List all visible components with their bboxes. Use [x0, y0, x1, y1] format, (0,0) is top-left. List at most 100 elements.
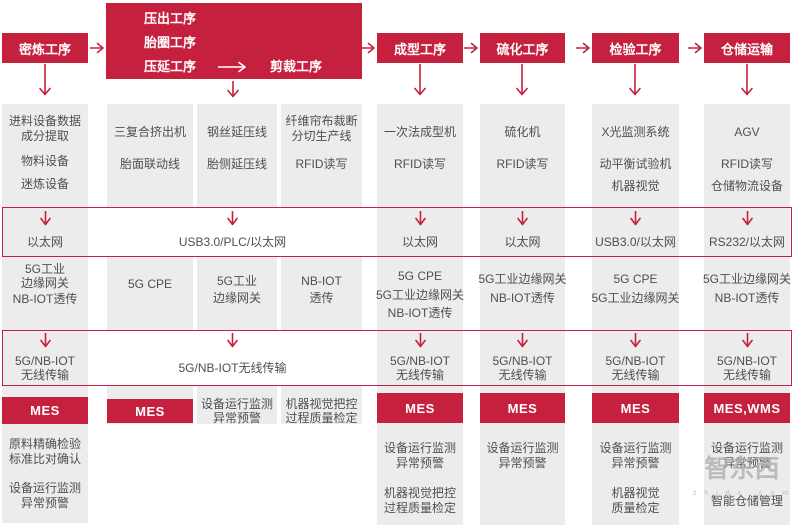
gateway-cell-calendering: NB-IOT 透传 [281, 258, 362, 305]
application-item: 异常预警 [611, 456, 660, 470]
mes-note-line: 设备运行监测 [200, 397, 273, 411]
arrow-down-icon [517, 333, 528, 348]
application-list-inspection: 设备运行监测 异常预警 机器视觉 质量检定 [592, 425, 679, 516]
arrow-right-icon [688, 42, 702, 54]
application-item: 异常预警 [722, 456, 771, 470]
wireless-network-label: 5G/NB-IOT [492, 354, 553, 368]
arrow-right-icon [576, 42, 590, 54]
gateway-label: 5G工业边缘网关 [376, 288, 465, 302]
stage-header-inspection-label: 检验工序 [609, 41, 662, 57]
arrow-right-icon [218, 61, 246, 73]
arrow-down-icon [629, 64, 641, 96]
column-strip-curing [480, 104, 565, 525]
stage-header-bead-label: 胎圈工序 [144, 35, 197, 50]
mes-label: MES [405, 400, 435, 416]
equipment-item: 钢丝延压线 [206, 125, 267, 139]
arrow-down-icon [741, 64, 753, 96]
equipment-item: RFID读写 [394, 157, 446, 171]
stage-header-curing-label: 硫化工序 [496, 41, 549, 57]
mes-badge-mixing: MES [2, 397, 88, 424]
arrow-down-icon [227, 81, 239, 98]
stage-header-extrusion-label: 压出工序 [144, 11, 197, 26]
wired-network-label: 以太网 [26, 235, 63, 249]
gateway-label: NB-IOT透传 [714, 291, 780, 305]
arrow-down-icon [414, 333, 426, 348]
gateway-cell-bead: 5G工业 边缘网关 [197, 258, 277, 305]
equipment-item: 胎侧延压线 [206, 157, 267, 171]
wireless-cell-curing: 5G/NB-IOT 无线传输 [480, 331, 565, 382]
wired-network-label: 以太网 [401, 235, 438, 249]
equipment-item: AGV [734, 125, 760, 139]
mes-note-line: 异常预警 [212, 411, 261, 425]
application-item: 异常预警 [395, 456, 444, 470]
equipment-item: 机器视觉 [611, 179, 660, 193]
stage-header-storage: 仓储运输 [704, 33, 790, 63]
equipment-list-curing: 硫化机 RFID读写 [480, 104, 565, 172]
network-band-wireless [2, 330, 792, 386]
wired-cell-storage: RS232/以太网 [704, 208, 790, 249]
application-list-storage: 设备运行监测 异常预警 智能仓储管理 [704, 425, 790, 509]
application-item: 过程质量检定 [383, 501, 456, 515]
gateway-cell-storage: 5G工业边缘网关 NB-IOT透传 [703, 258, 791, 305]
mes-label: MES [620, 400, 651, 416]
mes-badge-storage: MES,WMS [704, 393, 790, 423]
stage-header-storage-label: 仓储运输 [720, 41, 773, 57]
gateway-cell-inspection: 5G CPE 5G工业边缘网关 [592, 258, 680, 305]
stage-header-curing: 硫化工序 [480, 33, 565, 63]
equipment-item: 成分提取 [20, 129, 69, 143]
mes-label: MES [135, 403, 165, 419]
equipment-item: RFID读写 [721, 157, 773, 171]
equipment-item: 硫化机 [504, 125, 541, 139]
equipment-item: 一次法成型机 [383, 125, 456, 139]
gateway-label: NB-IOT [301, 274, 342, 288]
watermark-logo: 智东西 [704, 455, 780, 483]
equipment-list-inspection: X光监测系统 动平衡试验机 机器视觉 [592, 104, 679, 194]
equipment-item: 纤维帘布裁断 [285, 114, 358, 128]
mes-note-line: 过程质量检定 [285, 411, 358, 425]
gateway-label: 边缘网关 [212, 291, 261, 305]
application-item: 原料精确检验 [8, 437, 81, 451]
equipment-item: 胎面联动线 [119, 157, 180, 171]
gateway-label: 5G CPE [397, 269, 442, 283]
gateway-label: 5G工业边缘网关 [478, 272, 567, 286]
equipment-item: 迷炼设备 [20, 177, 69, 191]
watermark-domain: z h i d x . c o m [692, 490, 792, 497]
column-strip-mixing [2, 104, 88, 523]
arrow-down-icon [39, 211, 51, 226]
wireless-network-label: 无线传输 [395, 368, 444, 382]
wireless-network-label: 5G/NB-IOT [389, 354, 450, 368]
application-item: 设备运行监测 [710, 441, 783, 455]
wireless-network-label: 无线传输 [20, 368, 69, 382]
gateway-label: 5G工业 [216, 274, 257, 288]
wired-network-label: 以太网 [504, 235, 541, 249]
application-item: 异常预警 [20, 496, 69, 510]
stage-header-cutting-label: 剪裁工序 [270, 59, 323, 74]
wireless-cell-mixing: 5G/NB-IOT 无线传输 [2, 331, 88, 382]
equipment-item: 分切生产线 [291, 129, 352, 143]
arrow-down-icon [516, 64, 528, 96]
stage-header-mixing-label: 密炼工序 [18, 41, 71, 57]
application-item: 设备运行监测 [383, 441, 456, 455]
watermark: 智东西 z h i d x . c o m [686, 456, 798, 497]
gateway-cell-mixing: 5G工业 边缘网关 NB-IOT透传 [2, 258, 88, 306]
equipment-list-calendering: 纤维帘布裁断 分切生产线 RFID读写 [281, 104, 362, 172]
wired-network-label: USB3.0/PLC/以太网 [178, 235, 287, 249]
wireless-network-label: 5G/NB-IOT [716, 354, 777, 368]
gateway-label: 边缘网关 [20, 276, 69, 290]
stage-header-calendering-row: 压延工序 剪裁工序 [144, 59, 362, 75]
equipment-list-mixing: 进料设备数据 成分提取 物料设备 迷炼设备 [2, 104, 88, 192]
application-item: 机器视觉把控 [383, 486, 456, 500]
equipment-item: 三复合挤出机 [113, 125, 186, 139]
wired-cell-mixing: 以太网 [2, 208, 88, 249]
equipment-item: 仓储物流设备 [710, 179, 783, 193]
gateway-label: 5G CPE [613, 272, 658, 286]
arrow-down-icon [517, 211, 528, 226]
gateway-cell-forming: 5G CPE 5G工业边缘网关 NB-IOT透传 [376, 258, 465, 320]
mes-label: MES [30, 403, 60, 418]
equipment-item: RFID读写 [496, 157, 549, 171]
wired-network-label: RS232/以太网 [708, 235, 786, 249]
arrow-down-icon [414, 64, 426, 96]
stage-header-inspection: 检验工序 [592, 33, 679, 63]
wired-cell-combined: USB3.0/PLC/以太网 [89, 208, 376, 249]
